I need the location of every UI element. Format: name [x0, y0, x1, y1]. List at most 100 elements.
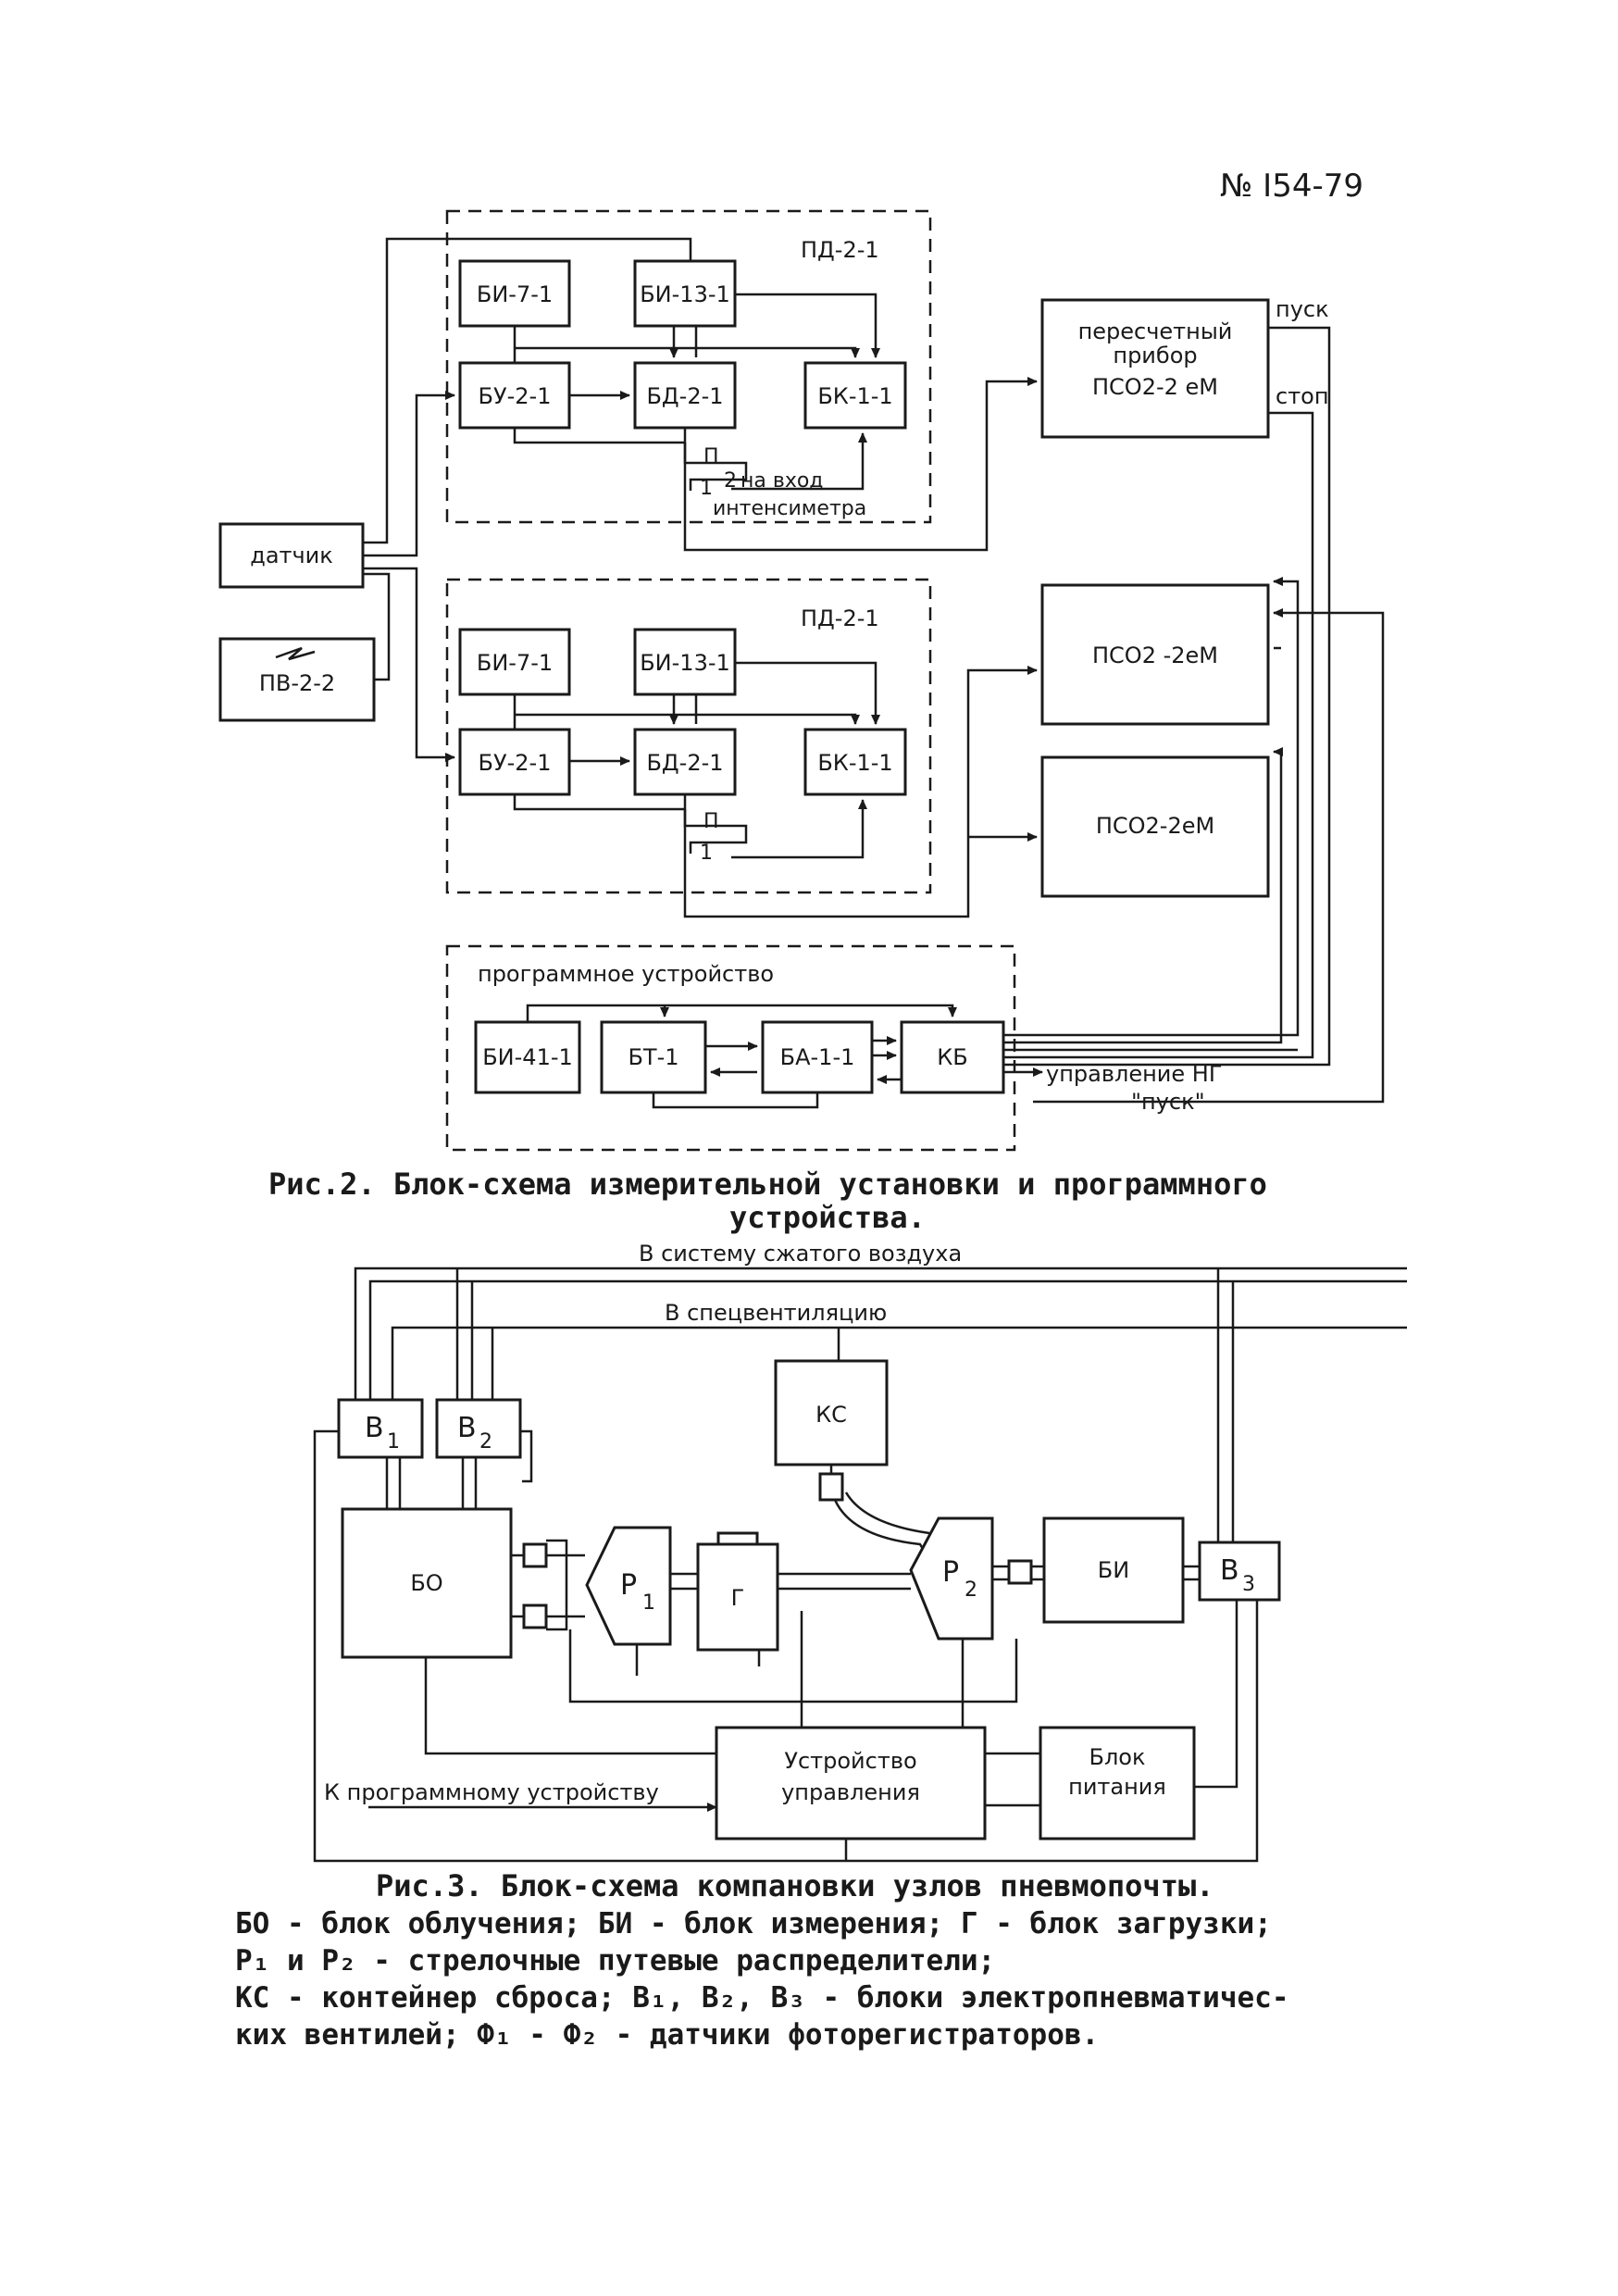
- bd-2-label-2: БД-2-1: [646, 750, 723, 776]
- stop-label: стоп: [1276, 383, 1329, 409]
- program-device-frame: [445, 944, 1016, 1152]
- ks-label: КС: [815, 1402, 847, 1428]
- control-label-1: управление НГ: [1046, 1061, 1222, 1087]
- bi-block: [1042, 1516, 1185, 1624]
- wire: [568, 1629, 1018, 1703]
- bi-13-block-1: [633, 259, 737, 328]
- sensor-block: [218, 522, 365, 589]
- to-input-label-1: на вход: [741, 469, 824, 493]
- wire: [546, 1539, 568, 1631]
- wire: [515, 346, 860, 358]
- wire: [735, 293, 880, 358]
- control-unit-label-1: Устройство: [784, 1748, 916, 1774]
- wire: [363, 567, 455, 762]
- pipe: [670, 1572, 911, 1591]
- to-input-label-2: интенсиметра: [713, 497, 866, 520]
- wire: [520, 1429, 533, 1483]
- switch-p-label-1: П: [703, 445, 719, 468]
- ba-1-block: [761, 1020, 874, 1094]
- wire: [424, 1657, 716, 1755]
- pso2-label-3: ПСО2-2еМ: [1096, 813, 1214, 839]
- bu-2-label-2: БУ-2-1: [479, 750, 552, 776]
- air-pipe: [354, 1267, 1407, 1400]
- wire: [1003, 1044, 1331, 1067]
- wire: [515, 713, 860, 725]
- wire: [363, 391, 455, 557]
- wire: [363, 572, 391, 681]
- wire: [363, 237, 692, 544]
- stop-wire: [1268, 411, 1314, 1054]
- ks-pipe: [844, 1491, 930, 1535]
- counter-label-2: прибор: [1113, 343, 1197, 368]
- control-unit-block: [715, 1726, 987, 1841]
- wire: [731, 432, 867, 491]
- wire: [735, 661, 880, 725]
- page-number: № I54-79: [1220, 168, 1363, 205]
- bi-13-label-2: БИ-13-1: [640, 650, 730, 676]
- bi-41-label: БИ-41-1: [482, 1044, 573, 1070]
- power-block: [1039, 1726, 1196, 1841]
- air-pipe: [368, 1279, 1407, 1400]
- to-air-label: В систему сжатого воздуха: [639, 1241, 962, 1267]
- load-block-cap: [716, 1531, 759, 1546]
- to-program-device-label: К программному устройству: [324, 1779, 659, 1805]
- bk-1-label-1: БК-1-1: [817, 383, 892, 409]
- legend-line-2: Р₁ и Р₂ - стрелочные путевые распределит…: [235, 1944, 995, 1978]
- outer-wire: [313, 1429, 1259, 1863]
- valve-b3-block: [1198, 1541, 1281, 1602]
- wire: [985, 1752, 1040, 1807]
- switch-p-label-2: П: [703, 810, 719, 833]
- pv-2-2-label: ПВ-2-2: [259, 670, 335, 696]
- bo-label: БО: [410, 1570, 442, 1596]
- power-label-1: Блок: [1089, 1744, 1146, 1770]
- wire: [961, 1600, 1238, 1789]
- pso2-block-2: [1040, 583, 1270, 726]
- wire: [513, 794, 687, 811]
- valve-b2-subscript: 2: [479, 1430, 492, 1454]
- distributor-r2-subscript: 2: [965, 1578, 977, 1602]
- valve-b2-block: [435, 1398, 522, 1459]
- valve-b1-label: В: [365, 1412, 384, 1444]
- counter-label-1: пересчетный: [1078, 318, 1233, 344]
- group-pd-1-title: ПД-2-1: [801, 237, 879, 263]
- bk-1-block-1: [803, 361, 907, 430]
- counter-pso2-block: [1040, 298, 1270, 439]
- bi-label: БИ: [1098, 1557, 1129, 1583]
- pipe: [511, 1554, 585, 1618]
- figure-3-caption: Рис.3. Блок-схема компановки узлов пневм…: [376, 1868, 1214, 1903]
- valve-b1-subscript: 1: [387, 1430, 400, 1454]
- bi-13-label-1: БИ-13-1: [640, 281, 730, 307]
- valve-pipes: [385, 1457, 478, 1509]
- ks-block: [774, 1359, 889, 1466]
- start-label: пуск: [1276, 296, 1329, 322]
- figure-2-caption-line-2: устройства.: [729, 1200, 926, 1235]
- bt-1-block: [600, 1020, 707, 1094]
- figure-2-caption-line-1: Рис.2. Блок-схема измерительной установк…: [268, 1167, 1267, 1202]
- pso2-label-2: ПСО2 -2еМ: [1092, 643, 1218, 668]
- photo-sensor: [522, 1603, 548, 1629]
- group-pd-1-frame: [445, 209, 932, 524]
- valve-b3-subscript: 3: [1242, 1573, 1255, 1596]
- legend-line-3: КС - контейнер сброса; В₁, В₂, В₃ - блок…: [235, 1981, 1288, 2015]
- pipe: [1183, 1565, 1200, 1581]
- figure-3: В систему сжатого воздуха В спецвентиляц…: [235, 1241, 1407, 2052]
- switch-1-label-1: 1: [700, 477, 713, 500]
- control-label-2: "пуск": [1131, 1089, 1205, 1115]
- bu-2-block-1: [458, 361, 571, 430]
- vent-pipe: [391, 1326, 1407, 1400]
- to-vent-label: В спецвентиляцию: [665, 1300, 887, 1326]
- bi-7-label-2: БИ-7-1: [477, 650, 553, 676]
- bk-1-label-2: БК-1-1: [817, 750, 892, 776]
- ba-1-label: БА-1-1: [780, 1044, 855, 1070]
- distributor-r1-subscript: 1: [642, 1591, 655, 1615]
- wire: [1033, 608, 1385, 1104]
- wire: [513, 428, 687, 444]
- wire: [1003, 577, 1300, 1037]
- distributor-r2-label: Р: [942, 1556, 959, 1589]
- wire: [731, 799, 867, 859]
- pso2-block-3: [1040, 755, 1270, 898]
- pipe: [992, 1565, 1044, 1581]
- photo-sensor: [818, 1472, 844, 1502]
- photo-sensor: [1007, 1559, 1033, 1585]
